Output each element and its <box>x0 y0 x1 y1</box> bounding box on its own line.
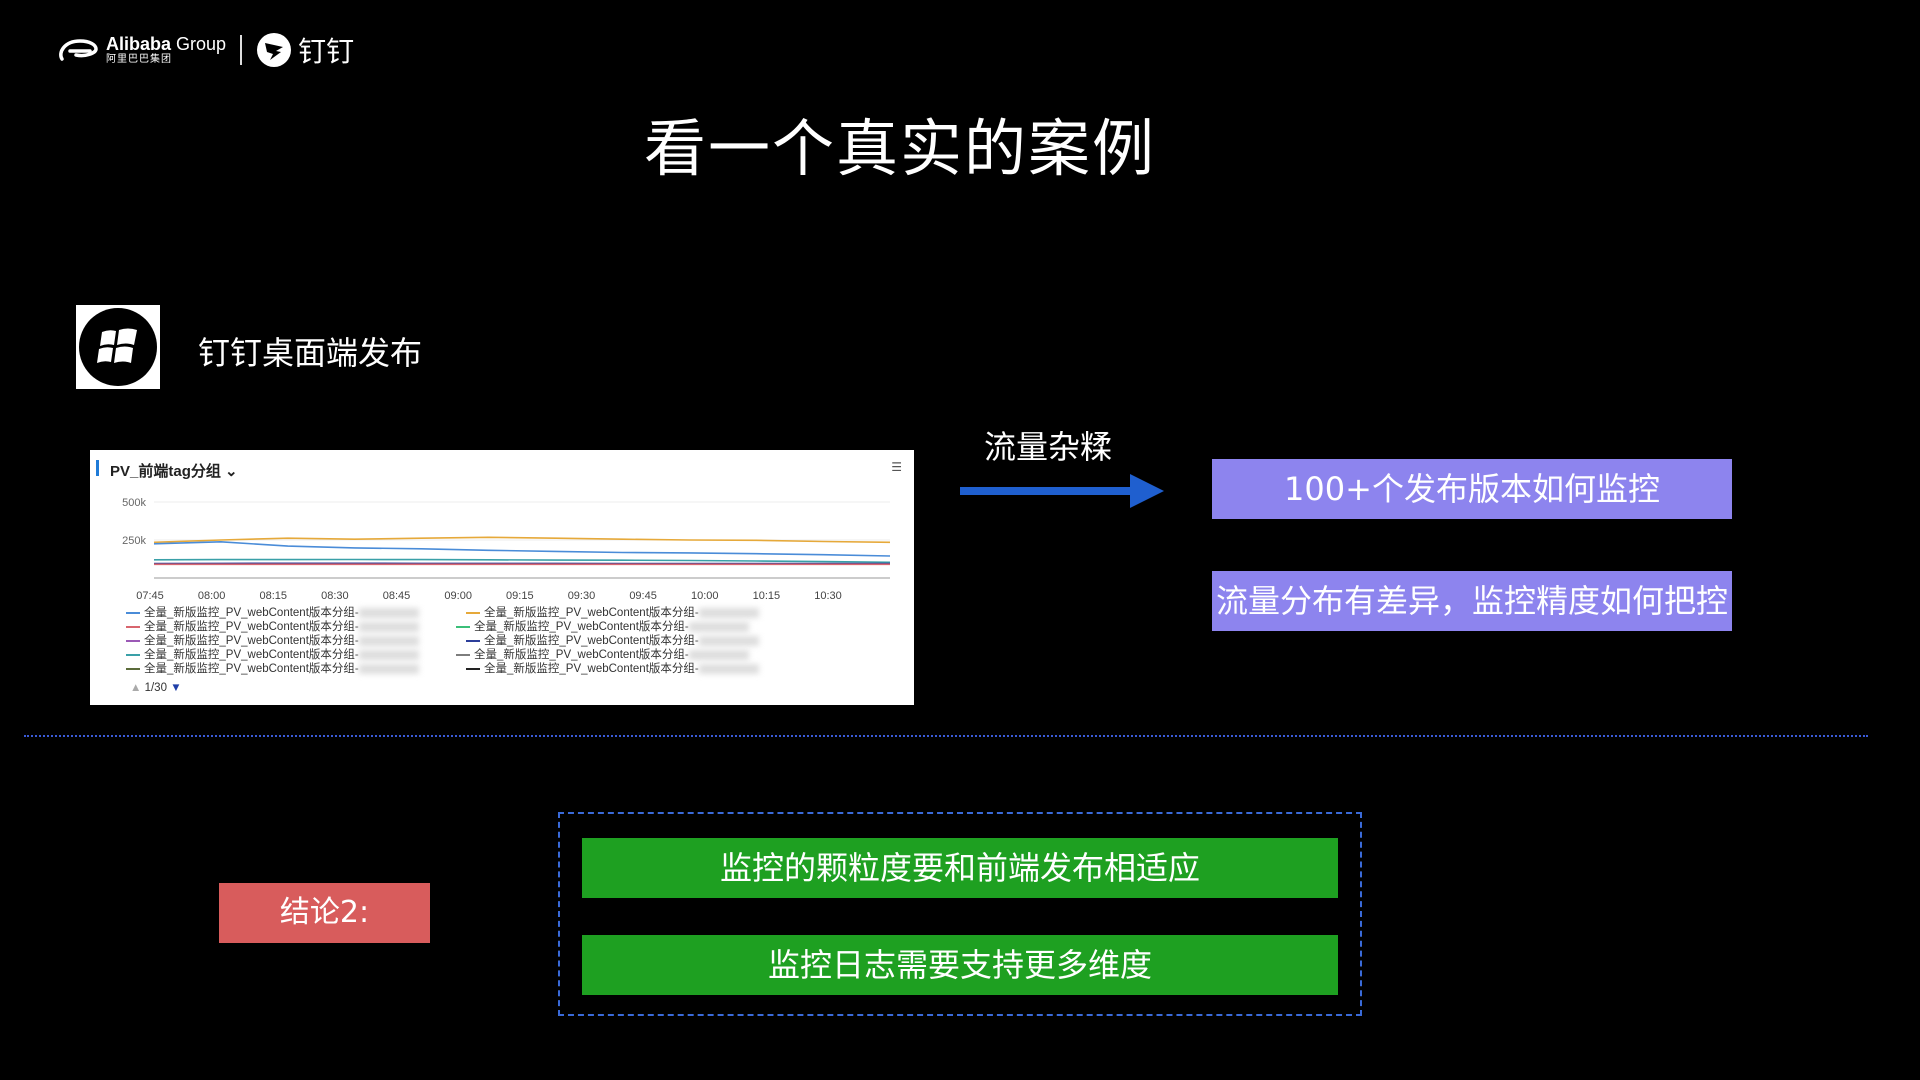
legend-item[interactable]: 全量_新版监控_PV_webContent版本分组- <box>126 618 419 634</box>
legend-item[interactable]: 全量_新版监控_PV_webContent版本分组- <box>456 646 749 662</box>
chart-title[interactable]: PV_前端tag分组 ⌄ <box>110 463 238 480</box>
section-divider <box>24 735 1868 737</box>
legend-swatch <box>126 625 140 628</box>
legend-item[interactable]: 全量_新版监控_PV_webContent版本分组- <box>126 604 419 620</box>
alibaba-cn-text: 阿里巴巴集团 <box>106 54 172 65</box>
legend-swatch <box>466 667 480 670</box>
legend-swatch <box>456 625 470 628</box>
legend-redacted <box>698 663 759 674</box>
legend-label: 全量_新版监控_PV_webContent版本分组- <box>484 635 699 647</box>
x-tick-label: 10:30 <box>814 590 842 602</box>
pager-up-icon[interactable]: ▲ <box>130 682 142 694</box>
legend-label: 全量_新版监控_PV_webContent版本分组- <box>144 663 359 675</box>
conclusion-label: 结论2: <box>219 883 430 943</box>
legend-item[interactable]: 全量_新版监控_PV_webContent版本分组- <box>126 660 419 676</box>
series-line <box>153 558 891 564</box>
legend-redacted <box>698 635 759 646</box>
alibaba-wordmark: Alibaba Group 阿里巴巴集团 <box>106 35 226 65</box>
x-tick-label: 09:45 <box>629 590 657 602</box>
y-tick-label: 250k <box>122 535 146 547</box>
pager-down-icon[interactable]: ▼ <box>170 682 182 694</box>
conclusion-dimensions: 监控日志需要支持更多维度 <box>582 935 1338 995</box>
legend-redacted <box>688 649 749 660</box>
problem-box-versions: 100+个发布版本如何监控 <box>1212 459 1732 519</box>
x-tick-label: 08:15 <box>260 590 288 602</box>
x-tick-label: 08:00 <box>198 590 226 602</box>
brand-logos: Alibaba Group 阿里巴巴集团 钉钉 <box>56 30 354 70</box>
slide-title: 看一个真实的案例 <box>643 112 1156 185</box>
conclusion-group <box>558 812 1362 1016</box>
chart-title-accent <box>96 460 99 476</box>
legend-swatch <box>466 611 480 614</box>
conclusion-granularity: 监控的颗粒度要和前端发布相适应 <box>582 838 1338 898</box>
logo-separator <box>240 35 243 65</box>
legend-redacted <box>698 607 759 618</box>
dingtalk-text: 钉钉 <box>298 35 355 68</box>
legend-swatch <box>126 611 140 614</box>
legend-item[interactable]: 全量_新版监控_PV_webContent版本分组- <box>466 632 759 648</box>
legend-swatch <box>126 639 140 642</box>
legend-label: 全量_新版监控_PV_webContent版本分组- <box>144 635 359 647</box>
x-tick-label: 08:30 <box>321 590 349 602</box>
release-subtitle: 钉钉桌面端发布 <box>198 334 423 372</box>
legend-item[interactable]: 全量_新版监控_PV_webContent版本分组- <box>466 660 759 676</box>
x-tick-label: 09:15 <box>506 590 534 602</box>
right-arrow-icon <box>960 474 1164 508</box>
flow-label: 流量杂糅 <box>984 428 1113 466</box>
legend-item[interactable]: 全量_新版监控_PV_webContent版本分组- <box>456 618 749 634</box>
legend-redacted <box>358 635 419 646</box>
x-tick-label: 10:00 <box>691 590 719 602</box>
legend-item[interactable]: 全量_新版监控_PV_webContent版本分组- <box>126 646 419 662</box>
legend-swatch <box>126 653 140 656</box>
series-line <box>153 536 891 544</box>
legend-pager[interactable]: ▲ 1/30 ▼ <box>130 682 182 694</box>
problem-box-precision: 流量分布有差异，监控精度如何把控 <box>1212 571 1732 631</box>
pv-chart-card: 500k 250k 07:45 08:00 08:15 08:30 08:45 09:00 09… <box>90 450 914 705</box>
legend-redacted <box>358 607 419 618</box>
x-tick-label: 08:45 <box>383 590 411 602</box>
legend-label: 全量_新版监控_PV_webContent版本分组- <box>474 649 689 661</box>
windows-icon <box>76 305 160 389</box>
x-tick-label: 07:45 <box>136 590 164 602</box>
legend-redacted <box>688 621 749 632</box>
alibaba-text: Alibaba <box>106 34 172 54</box>
legend-label: 全量_新版监控_PV_webContent版本分组- <box>484 607 699 619</box>
legend-item[interactable]: 全量_新版监控_PV_webContent版本分组- <box>466 604 759 620</box>
legend-label: 全量_新版监控_PV_webContent版本分组- <box>484 663 699 675</box>
legend-swatch <box>466 639 480 642</box>
legend-label: 全量_新版监控_PV_webContent版本分组- <box>144 649 359 661</box>
x-tick-label: 10:15 <box>753 590 781 602</box>
group-text: Group <box>176 34 227 54</box>
pager-text: 1/30 <box>144 682 167 694</box>
legend-redacted <box>358 621 419 632</box>
alibaba-logo-icon <box>59 39 98 61</box>
y-tick-label: 500k <box>122 497 146 509</box>
legend-redacted <box>358 649 419 660</box>
legend-label: 全量_新版监控_PV_webContent版本分组- <box>144 607 359 619</box>
legend-redacted <box>358 663 419 674</box>
legend-item[interactable]: 全量_新版监控_PV_webContent版本分组- <box>126 632 419 648</box>
dingtalk-logo-icon <box>257 33 292 67</box>
x-tick-label: 09:00 <box>444 590 472 602</box>
legend-swatch <box>456 653 470 656</box>
x-tick-label: 09:30 <box>568 590 596 602</box>
legend-label: 全量_新版监控_PV_webContent版本分组- <box>144 621 359 633</box>
legend-swatch <box>126 667 140 670</box>
legend-label: 全量_新版监控_PV_webContent版本分组- <box>474 621 689 633</box>
chart-menu-icon[interactable]: ☰ <box>891 460 902 474</box>
series-line <box>153 540 891 557</box>
pv-line-chart: 500k 250k 07:45 08:00 08:15 08:30 08:45 09:00 09… <box>122 497 891 602</box>
